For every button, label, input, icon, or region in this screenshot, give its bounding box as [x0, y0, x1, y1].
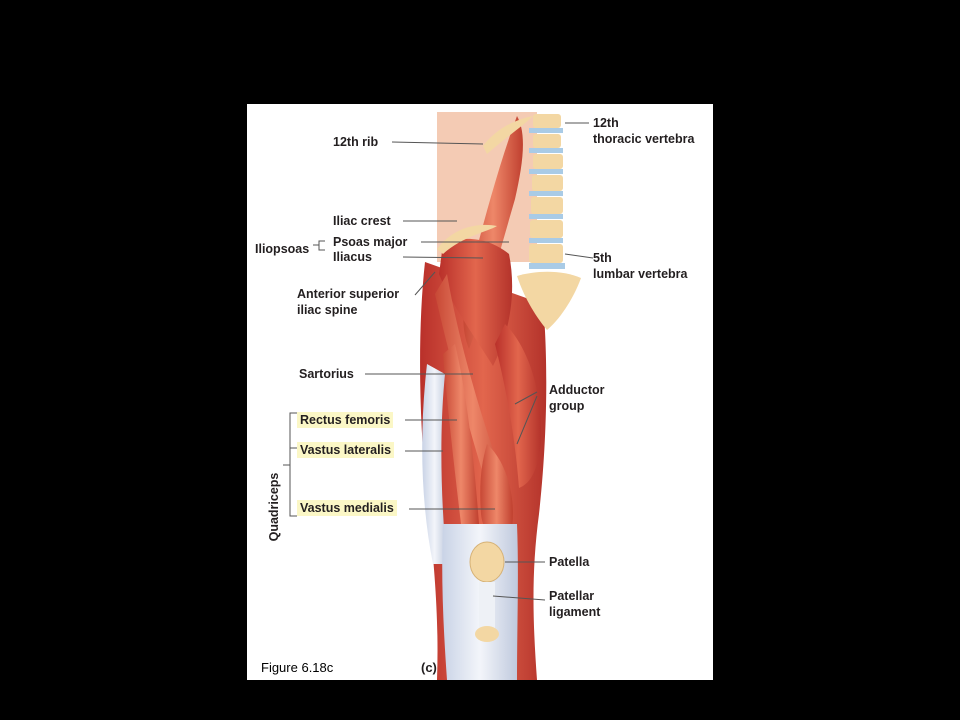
label-rectus-femoris: Rectus femoris	[297, 412, 394, 428]
label-adductor-line2: group	[549, 399, 585, 413]
label-asis-line1: Anterior superior	[297, 287, 400, 301]
rectus-femoris	[443, 344, 479, 539]
label-asis-line2: iliac spine	[297, 303, 358, 317]
thigh-muscle-illustration	[283, 112, 594, 680]
patellar-ligament	[479, 582, 495, 632]
vertebral-column	[517, 114, 581, 330]
sacrum	[517, 271, 581, 330]
label-vastus-lateralis: Vastus lateralis	[297, 442, 395, 458]
label-psoas-major: Psoas major	[333, 235, 408, 249]
label-5th-lumbar-vertebra: 5th lumbar vertebra	[593, 250, 687, 282]
label-iliac-crest: Iliac crest	[333, 214, 391, 228]
label-patella: Patella	[549, 555, 590, 569]
adductor-group	[495, 324, 542, 488]
label-adductor-group: Adductor group	[549, 382, 605, 414]
label-12th-rib: 12th rib	[333, 135, 379, 149]
iliotibial-band	[422, 364, 447, 564]
label-iliacus: Iliacus	[333, 250, 372, 264]
label-thoracic-line2: thoracic vertebra	[593, 132, 695, 146]
label-lumbar-line2: lumbar vertebra	[593, 267, 688, 281]
label-vastus-medialis: Vastus medialis	[297, 500, 397, 516]
label-thoracic-line1: 12th	[593, 116, 619, 130]
tibial-tuberosity	[475, 626, 499, 642]
figure-caption: Figure 6.18c	[261, 660, 334, 675]
label-patellar-ligament: Patellar ligament	[549, 588, 600, 620]
label-sartorius: Sartorius	[299, 367, 354, 381]
label-anterior-superior-iliac-spine: Anterior superior iliac spine	[297, 286, 399, 318]
patella	[469, 541, 505, 583]
figure-panel: 12th rib 12th thoracic vertebra Iliac cr…	[247, 104, 713, 680]
panel-letter: (c)	[421, 660, 437, 675]
label-patellar-line1: Patellar	[549, 589, 595, 603]
iliac-crest	[437, 224, 497, 254]
label-iliopsoas: Iliopsoas	[255, 242, 310, 256]
label-adductor-line1: Adductor	[549, 383, 605, 397]
vastus-medialis	[480, 444, 513, 539]
label-12th-thoracic-vertebra: 12th thoracic vertebra	[593, 115, 694, 147]
leader-lines	[283, 122, 594, 601]
label-quadriceps-text: Quadriceps	[267, 472, 281, 542]
label-patellar-line2: ligament	[549, 605, 601, 619]
iliacus	[439, 238, 513, 366]
label-lumbar-line1: 5th	[593, 251, 612, 265]
twelfth-rib	[483, 116, 533, 154]
